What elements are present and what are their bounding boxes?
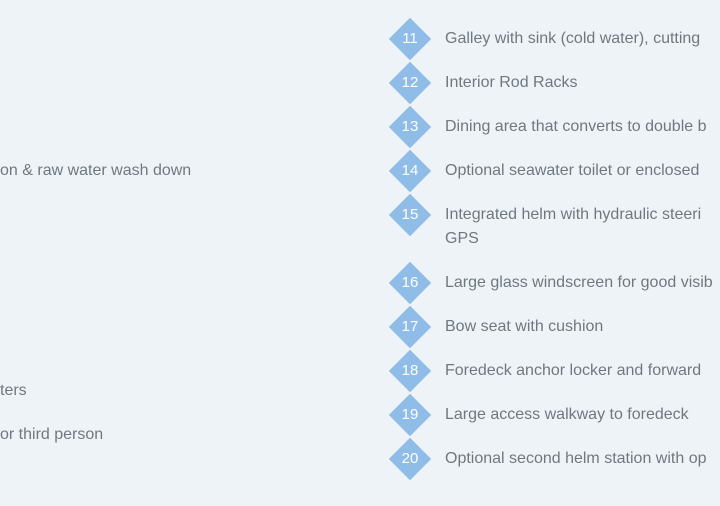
left-list-item-fragment: on & raw water wash down [0, 162, 192, 179]
feature-item-18: 18 Foredeck anchor locker and forward [388, 349, 720, 393]
number-badge: 13 [388, 105, 432, 149]
feature-item-16: 16 Large glass windscreen for good visib [388, 261, 720, 305]
feature-text: Integrated helm with hydraulic steeri GP… [445, 206, 702, 247]
feature-item-13: 13 Dining area that converts to double b [388, 105, 720, 149]
feature-text: Interior Rod Racks [445, 74, 578, 91]
badge-number: 13 [401, 118, 419, 135]
badge-number: 17 [401, 318, 419, 335]
number-badge: 17 [388, 305, 432, 349]
badge-number: 12 [401, 74, 419, 91]
number-badge: 12 [388, 61, 432, 105]
badge-number: 20 [401, 450, 419, 467]
badge-number: 19 [401, 406, 419, 423]
feature-item-19: 19 Large access walkway to foredeck [388, 393, 720, 437]
feature-text: Large access walkway to foredeck [445, 406, 689, 423]
feature-text: Optional seawater toilet or enclosed [445, 162, 700, 179]
feature-list: 11 Galley with sink (cold water), cuttin… [388, 0, 720, 506]
feature-text: Bow seat with cushion [445, 318, 604, 335]
number-badge: 18 [388, 349, 432, 393]
feature-item-11: 11 Galley with sink (cold water), cuttin… [388, 17, 720, 61]
number-badge: 20 [388, 437, 432, 481]
badge-number: 18 [401, 362, 419, 379]
number-badge: 11 [388, 17, 432, 61]
left-list-item-fragment: or third person [0, 426, 104, 443]
feature-item-14: 14 Optional seawater toilet or enclosed [388, 149, 720, 193]
feature-item-15: 15 Integrated helm with hydraulic steeri… [388, 193, 720, 247]
feature-item-17: 17 Bow seat with cushion [388, 305, 720, 349]
feature-item-20: 20 Optional second helm station with op [388, 437, 720, 481]
number-badge: 15 [388, 193, 432, 237]
feature-text: Optional second helm station with op [445, 450, 707, 467]
left-list-item-fragment: ters [0, 382, 27, 399]
number-badge: 19 [388, 393, 432, 437]
feature-text: Foredeck anchor locker and forward [445, 362, 702, 379]
feature-text: Dining area that converts to double b [445, 118, 707, 135]
number-badge: 16 [388, 261, 432, 305]
badge-number: 16 [401, 274, 419, 291]
feature-text: Large glass windscreen for good visib [445, 274, 713, 291]
feature-text: Galley with sink (cold water), cutting [445, 30, 701, 47]
feature-item-12: 12 Interior Rod Racks [388, 61, 720, 105]
number-badge: 14 [388, 149, 432, 193]
badge-number: 14 [401, 162, 419, 179]
badge-number: 11 [402, 30, 418, 47]
badge-number: 15 [401, 206, 419, 223]
